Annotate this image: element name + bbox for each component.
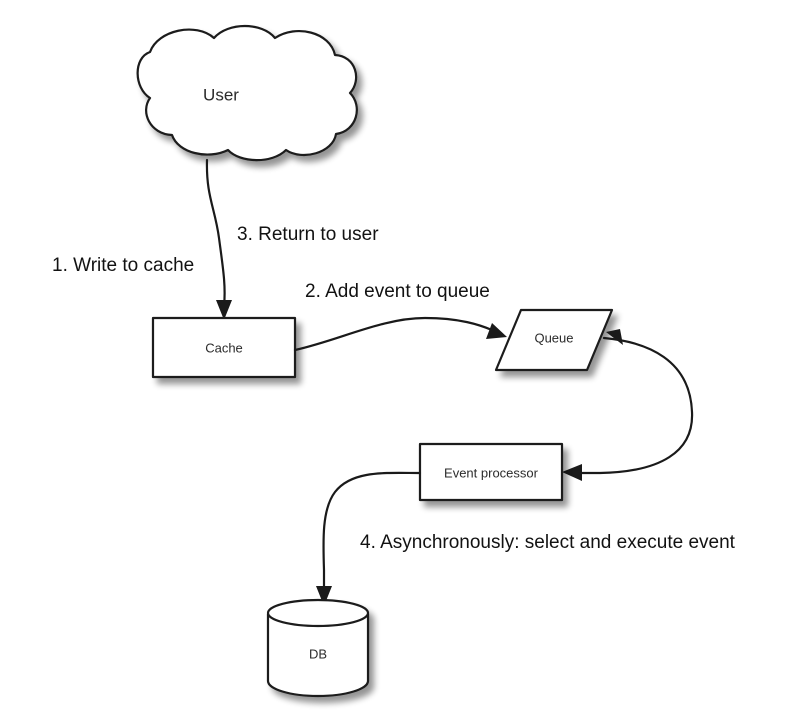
node-queue-label: Queue: [534, 330, 573, 345]
node-user[interactable]: User: [136, 25, 358, 162]
node-event-processor-label: Event processor: [444, 465, 539, 480]
node-queue[interactable]: Queue: [494, 308, 614, 372]
edge-cache-to-queue-arrowhead: [486, 323, 507, 339]
edge-event-processor-to-db-line: [322, 471, 422, 594]
edge-cache-to-queue[interactable]: [293, 316, 507, 352]
edge-label-step4: 4. Asynchronously: select and execute ev…: [360, 532, 736, 553]
cache-shape: [151, 316, 297, 379]
node-event-processor[interactable]: Event processor: [418, 442, 564, 502]
edge-to-event-processor-arrowhead: [562, 464, 582, 481]
queue-shape: [494, 308, 614, 372]
db-cylinder-top: [266, 598, 370, 628]
edge-to-queue-arrowhead: [606, 329, 623, 345]
edge-cache-to-queue-line: [293, 316, 494, 352]
node-cache[interactable]: Cache: [151, 316, 297, 379]
edge-label-step2: 2. Add event to queue: [305, 281, 490, 302]
edge-user-to-cache-line: [205, 158, 226, 308]
edge-user-to-cache[interactable]: [205, 158, 232, 320]
event-processor-shape: [418, 442, 564, 502]
edge-queue-to-event-processor-line: [574, 336, 694, 475]
node-user-label: User: [203, 85, 239, 104]
edge-user-to-cache-arrowhead: [216, 300, 232, 320]
edge-event-processor-to-db[interactable]: [316, 471, 422, 606]
node-cache-label: Cache: [205, 340, 243, 355]
edge-label-step3: 3. Return to user: [237, 224, 379, 245]
edge-queue-to-event-processor[interactable]: [562, 329, 694, 481]
edge-label-step1: 1. Write to cache: [52, 255, 194, 276]
edge-event-processor-to-db-arrowhead: [316, 586, 332, 606]
node-db[interactable]: DB: [266, 598, 370, 698]
db-cylinder-body: [266, 612, 370, 698]
cloud-shape: [136, 25, 358, 162]
node-db-label: DB: [309, 646, 327, 661]
